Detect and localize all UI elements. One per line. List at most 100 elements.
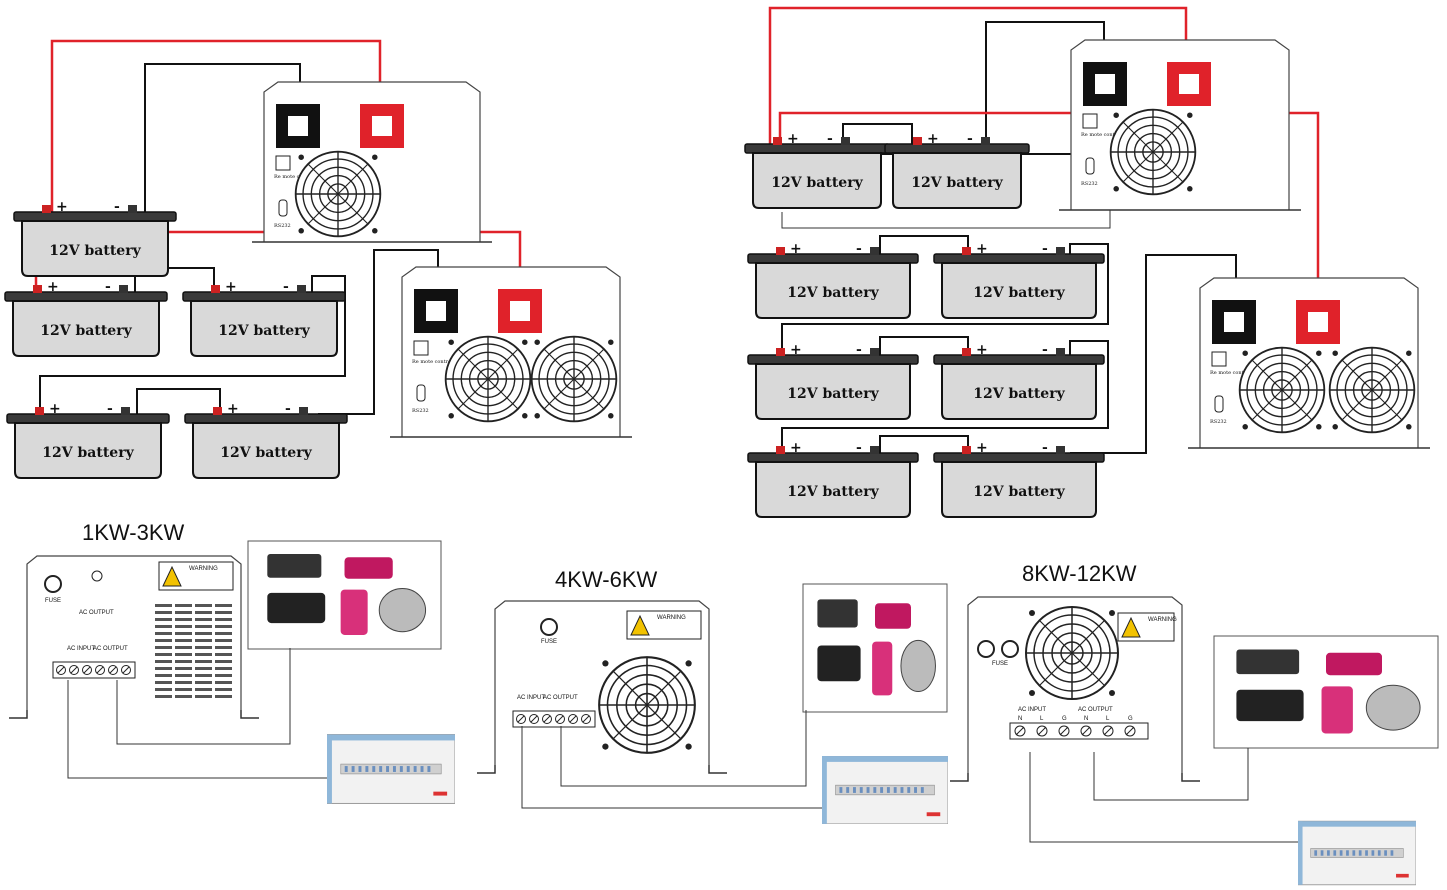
battery-case bbox=[892, 152, 1022, 209]
battery-case bbox=[941, 461, 1097, 518]
battery-lid bbox=[4, 291, 168, 302]
battery-terminal-positive bbox=[35, 407, 44, 415]
battery-label: 12V battery bbox=[40, 323, 132, 339]
battery-label: 12V battery bbox=[220, 445, 312, 461]
ac-wire bbox=[560, 710, 807, 787]
ac-input-label: AC INPUT bbox=[67, 646, 95, 652]
battery-terminal-negative bbox=[121, 407, 130, 415]
terminal-label: G bbox=[1128, 716, 1133, 722]
vent-slot bbox=[175, 688, 192, 691]
vent-slot bbox=[175, 632, 192, 635]
battery-terminal-negative bbox=[841, 137, 850, 145]
rs232-port bbox=[1214, 395, 1224, 413]
rs232-port bbox=[416, 384, 426, 402]
terminal-screw-slot bbox=[543, 715, 551, 723]
battery-terminal-negative bbox=[299, 407, 308, 415]
battery-plus-sign: + bbox=[976, 241, 988, 257]
battery-terminal-positive bbox=[211, 285, 220, 293]
vent-slot bbox=[155, 625, 172, 628]
vent-slot bbox=[155, 674, 172, 677]
battery-case bbox=[755, 262, 911, 319]
battery-lid bbox=[13, 211, 177, 222]
vent-slot bbox=[155, 653, 172, 656]
inverter-base bbox=[950, 773, 969, 782]
ac-input-label: AC INPUT bbox=[517, 695, 545, 701]
vent-slot bbox=[155, 618, 172, 621]
negative-terminal-socket bbox=[288, 116, 308, 136]
vent-slot bbox=[175, 653, 192, 656]
battery-plus-sign: + bbox=[790, 342, 802, 358]
remote-label: Re mote control bbox=[1210, 370, 1251, 376]
battery-terminal-positive bbox=[773, 137, 782, 145]
battery-icon: +-12V battery bbox=[4, 279, 168, 357]
battery-icon: +-12V battery bbox=[747, 241, 919, 319]
rs232-label: RS232 bbox=[1081, 181, 1098, 187]
battery-icon: +-12V battery bbox=[6, 401, 170, 479]
vent-slot bbox=[175, 660, 192, 663]
rs232-label: RS232 bbox=[1210, 419, 1227, 425]
battery-terminal-negative bbox=[1056, 348, 1065, 356]
inverter-base bbox=[1181, 773, 1200, 782]
positive-terminal-socket bbox=[372, 116, 392, 136]
terminal-label: G bbox=[1062, 716, 1067, 722]
vent-slot bbox=[195, 674, 212, 677]
vent-slot bbox=[215, 632, 232, 635]
battery-plus-sign: + bbox=[976, 440, 988, 456]
battery-lid bbox=[747, 253, 919, 264]
vent-slot bbox=[175, 611, 192, 614]
vent-slot bbox=[215, 688, 232, 691]
terminal-screw-slot bbox=[122, 666, 130, 674]
negative-terminal-socket bbox=[1095, 74, 1115, 94]
battery-lid bbox=[747, 354, 919, 365]
vent-slot bbox=[155, 604, 172, 607]
warning-triangle-icon bbox=[630, 614, 650, 636]
terminal-screw-slot bbox=[1081, 726, 1091, 736]
vent-slot bbox=[195, 695, 212, 698]
fuse-icon bbox=[540, 618, 558, 636]
battery-terminal-negative bbox=[297, 285, 306, 293]
vent-slot bbox=[155, 632, 172, 635]
ac-wire bbox=[521, 726, 822, 809]
ac-output-label: AC OUTPUT bbox=[1078, 707, 1113, 713]
ac-output-label: AC OUTPUT bbox=[79, 610, 114, 616]
fuse-label: FUSE bbox=[541, 639, 557, 645]
battery-terminal-positive bbox=[962, 446, 971, 454]
negative-terminal-socket bbox=[426, 301, 446, 321]
ac-wire bbox=[116, 648, 291, 745]
ac-wire bbox=[1029, 752, 1298, 843]
camcorder-icon bbox=[344, 557, 393, 579]
battery-case bbox=[14, 422, 162, 479]
terminal-screw-slot bbox=[96, 666, 104, 674]
vent-slot bbox=[195, 653, 212, 656]
battery-plus-sign: + bbox=[787, 131, 799, 147]
series-link bbox=[879, 435, 969, 453]
battery-icon: +-12V battery bbox=[747, 440, 919, 518]
warning-text: WARNING bbox=[1148, 617, 1177, 623]
distribution-box-icon bbox=[327, 734, 455, 804]
camcorder-icon bbox=[1326, 652, 1382, 676]
series-link bbox=[781, 243, 1109, 355]
battery-icon: +-12V battery bbox=[184, 401, 348, 479]
inverter-fan-icon bbox=[1025, 606, 1119, 700]
battery-lid bbox=[933, 354, 1105, 365]
battery-case bbox=[21, 220, 169, 277]
battery-plus-sign: + bbox=[790, 241, 802, 257]
distribution-box-icon bbox=[1298, 820, 1416, 886]
vent-slot bbox=[215, 674, 232, 677]
battery-minus-sign: - bbox=[114, 199, 120, 215]
vent-slot bbox=[175, 681, 192, 684]
vent-slot bbox=[175, 667, 192, 670]
rs232-label: RS232 bbox=[274, 223, 291, 229]
remote-port bbox=[413, 340, 429, 356]
battery-minus-sign: - bbox=[1042, 440, 1048, 456]
vent-slot bbox=[175, 695, 192, 698]
terminal-screw-slot bbox=[109, 666, 117, 674]
remote-label: Re mote control bbox=[274, 174, 315, 180]
vent-slot bbox=[215, 660, 232, 663]
